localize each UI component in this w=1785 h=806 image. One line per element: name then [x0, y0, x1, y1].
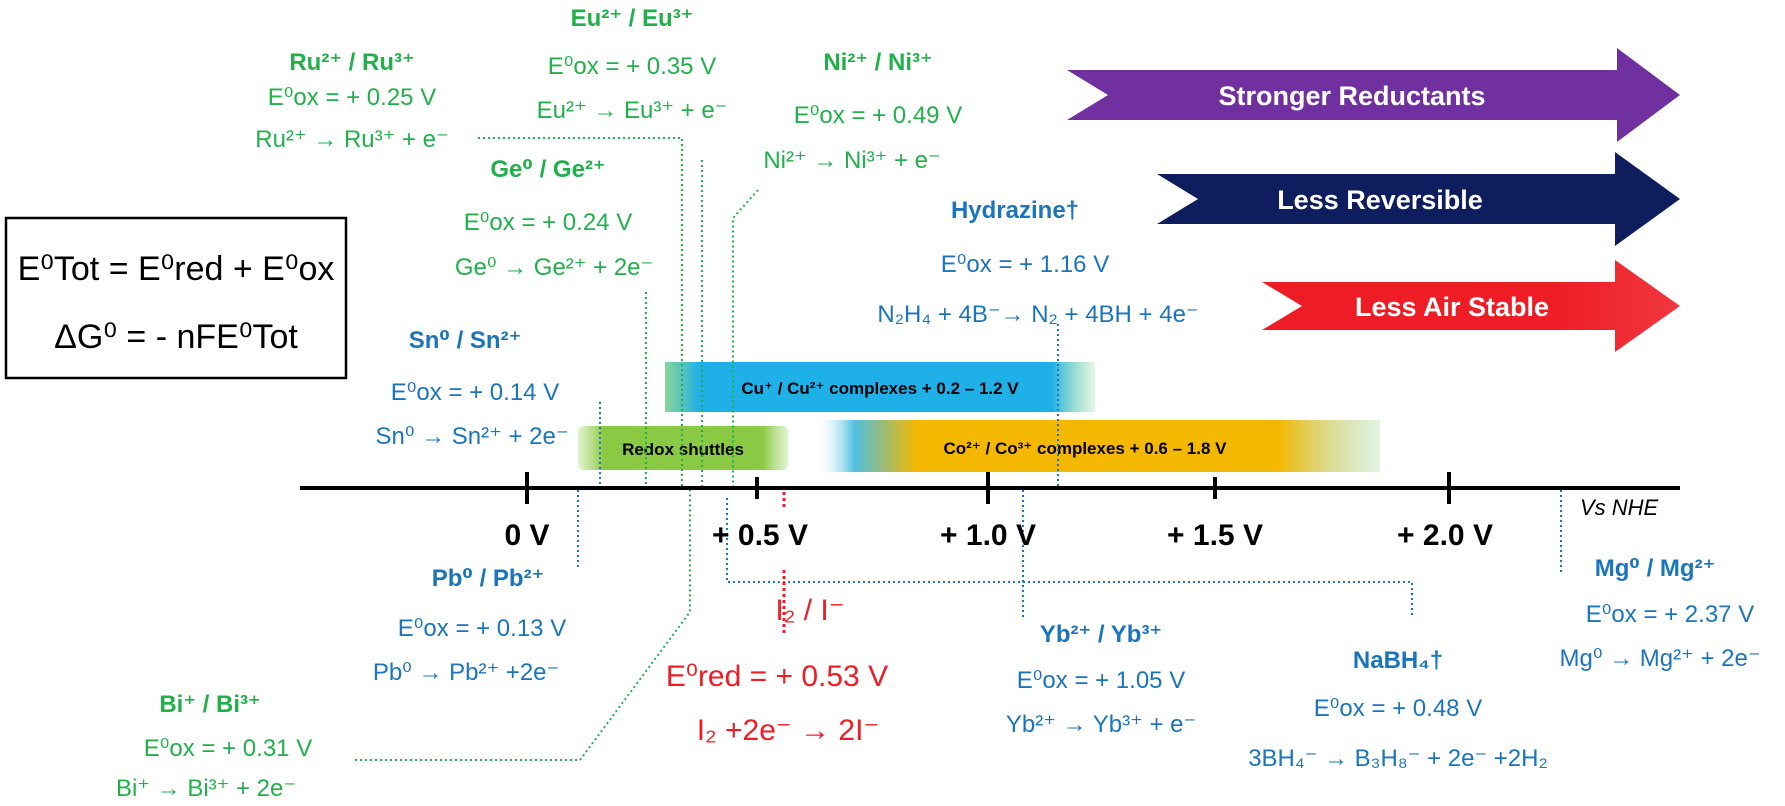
couple-ni: Ni²⁺ / Ni³⁺ E⁰ox = + 0.49 V Ni²⁺ → Ni³⁺ …: [763, 49, 962, 174]
couple-ge: Ge⁰ / Ge²⁺ E⁰ox = + 0.24 V Ge⁰ → Ge²⁺ + …: [455, 156, 653, 281]
couple-name: NaBH₄†: [1353, 647, 1443, 674]
couple-name: Eu²⁺ / Eu³⁺: [571, 5, 694, 32]
band-co-complexes: Co²⁺ / Co³⁺ complexes + 0.6 – 1.8 V: [815, 420, 1380, 472]
couple-reaction: Eu²⁺ → Eu³⁺ + e⁻: [537, 97, 728, 124]
axis-reference: Vs NHE: [1580, 495, 1659, 520]
couple-name: Ge⁰ / Ge²⁺: [490, 156, 605, 183]
couple-name: Yb²⁺ / Yb³⁺: [1040, 621, 1162, 648]
couple-reaction: Mg⁰ → Mg²⁺ + 2e⁻: [1559, 645, 1760, 672]
tick-label: + 1.5 V: [1167, 519, 1263, 552]
couple-potential: E⁰ox = + 0.14 V: [391, 379, 559, 406]
couple-nabh4: NaBH₄† E⁰ox = + 0.48 V 3BH₄⁻ → B₃H₈⁻ + 2…: [1248, 647, 1548, 772]
couple-sn: Sn⁰ / Sn²⁺ E⁰ox = + 0.14 V Sn⁰ → Sn²⁺ + …: [375, 327, 568, 450]
couple-name: Pb⁰ / Pb²⁺: [432, 565, 545, 592]
couple-potential: E⁰ox = + 0.24 V: [464, 209, 632, 236]
band-label: Cu⁺ / Cu²⁺ complexes + 0.2 – 1.2 V: [741, 379, 1019, 398]
couple-mg: Mg⁰ / Mg²⁺ E⁰ox = + 2.37 V Mg⁰ → Mg²⁺ + …: [1559, 555, 1760, 672]
couple-pb: Pb⁰ / Pb²⁺ E⁰ox = + 0.13 V Pb⁰ → Pb²⁺ +2…: [373, 565, 566, 686]
couple-bi: Bi⁺ / Bi³⁺ E⁰ox = + 0.31 V Bi⁺ → Bi³⁺ + …: [116, 691, 312, 802]
couple-name: Mg⁰ / Mg²⁺: [1595, 555, 1715, 582]
couple-reaction: Yb²⁺ → Yb³⁺ + e⁻: [1006, 711, 1196, 738]
band-label: Co²⁺ / Co³⁺ complexes + 0.6 – 1.8 V: [944, 439, 1228, 458]
tick-label: + 0.5 V: [712, 519, 808, 552]
couple-potential: E⁰ox = + 1.05 V: [1017, 667, 1185, 694]
couple-potential: E⁰ox = + 0.35 V: [548, 53, 716, 80]
couple-reaction: I₂ +2e⁻ → 2I⁻: [697, 714, 880, 747]
couple-name: Ni²⁺ / Ni³⁺: [823, 49, 932, 76]
potential-axis: Vs NHE 0 V + 0.5 V + 1.0 V + 1.5 V + 2.0…: [300, 472, 1680, 552]
formula-total-potential: E⁰Tot = E⁰red + E⁰ox: [18, 250, 335, 288]
couple-potential: E⁰ox = + 1.16 V: [941, 251, 1109, 278]
formula-gibbs-energy: ΔG⁰ = - nFE⁰Tot: [54, 318, 298, 356]
blue-connectors: [577, 324, 1562, 618]
couple-reaction: 3BH₄⁻ → B₃H₈⁻ + 2e⁻ +2H₂: [1248, 745, 1548, 772]
tick-label: 0 V: [504, 519, 549, 552]
formula-box: E⁰Tot = E⁰red + E⁰ox ΔG⁰ = - nFE⁰Tot: [4, 216, 348, 380]
arrow-less-air-stable: Less Air Stable: [1262, 260, 1680, 352]
arrow-label: Less Reversible: [1277, 185, 1483, 215]
couple-potential: E⁰red = + 0.53 V: [666, 660, 888, 693]
couple-iodine: I₂ / I⁻ E⁰red = + 0.53 V I₂ +2e⁻ → 2I⁻: [666, 594, 888, 747]
couple-reaction: Ni²⁺ → Ni³⁺ + e⁻: [763, 147, 940, 174]
green-connectors: [355, 137, 759, 761]
couple-hydrazine: Hydrazine† E⁰ox = + 1.16 V N₂H₄ + 4B⁻→ N…: [877, 197, 1198, 328]
arrow-label: Less Air Stable: [1355, 292, 1549, 322]
couple-potential: E⁰ox = + 2.37 V: [1586, 601, 1754, 628]
couple-reaction: Bi⁺ → Bi³⁺ + 2e⁻: [116, 775, 296, 801]
couple-name: Bi⁺ / Bi³⁺: [159, 691, 260, 718]
couple-name: Ru²⁺ / Ru³⁺: [289, 49, 414, 76]
arrow-stronger-reductants: Stronger Reductants: [1067, 48, 1680, 142]
couple-name: Hydrazine†: [951, 197, 1079, 224]
couple-eu: Eu²⁺ / Eu³⁺ E⁰ox = + 0.35 V Eu²⁺ → Eu³⁺ …: [537, 5, 728, 124]
tick-label: + 1.0 V: [940, 519, 1036, 552]
couple-reaction: Ru²⁺ → Ru³⁺ + e⁻: [255, 126, 448, 153]
couple-name: Sn⁰ / Sn²⁺: [409, 327, 522, 354]
arrow-label: Stronger Reductants: [1218, 81, 1485, 111]
arrow-less-reversible: Less Reversible: [1157, 152, 1680, 246]
band-cu-complexes: Cu⁺ / Cu²⁺ complexes + 0.2 – 1.2 V: [665, 362, 1095, 412]
couple-potential: E⁰ox = + 0.31 V: [144, 735, 312, 762]
tick-label: + 2.0 V: [1397, 519, 1493, 552]
couple-potential: E⁰ox = + 0.48 V: [1314, 695, 1482, 722]
couple-ru: Ru²⁺ / Ru³⁺ E⁰ox = + 0.25 V Ru²⁺ → Ru³⁺ …: [255, 49, 448, 153]
couple-reaction: Pb⁰ → Pb²⁺ +2e⁻: [373, 659, 559, 686]
couple-reaction: Ge⁰ → Ge²⁺ + 2e⁻: [455, 254, 653, 281]
couple-potential: E⁰ox = + 0.13 V: [398, 615, 566, 642]
couple-potential: E⁰ox = + 0.49 V: [794, 102, 962, 129]
couple-reaction: Sn⁰ → Sn²⁺ + 2e⁻: [375, 423, 568, 450]
couple-potential: E⁰ox = + 0.25 V: [268, 84, 436, 111]
couple-reaction: N₂H₄ + 4B⁻→ N₂ + 4BH + 4e⁻: [877, 301, 1198, 328]
band-redox-shuttles: Redox shuttles: [578, 426, 788, 470]
couple-name: I₂ / I⁻: [775, 594, 844, 627]
couple-yb: Yb²⁺ / Yb³⁺ E⁰ox = + 1.05 V Yb²⁺ → Yb³⁺ …: [1006, 621, 1196, 738]
